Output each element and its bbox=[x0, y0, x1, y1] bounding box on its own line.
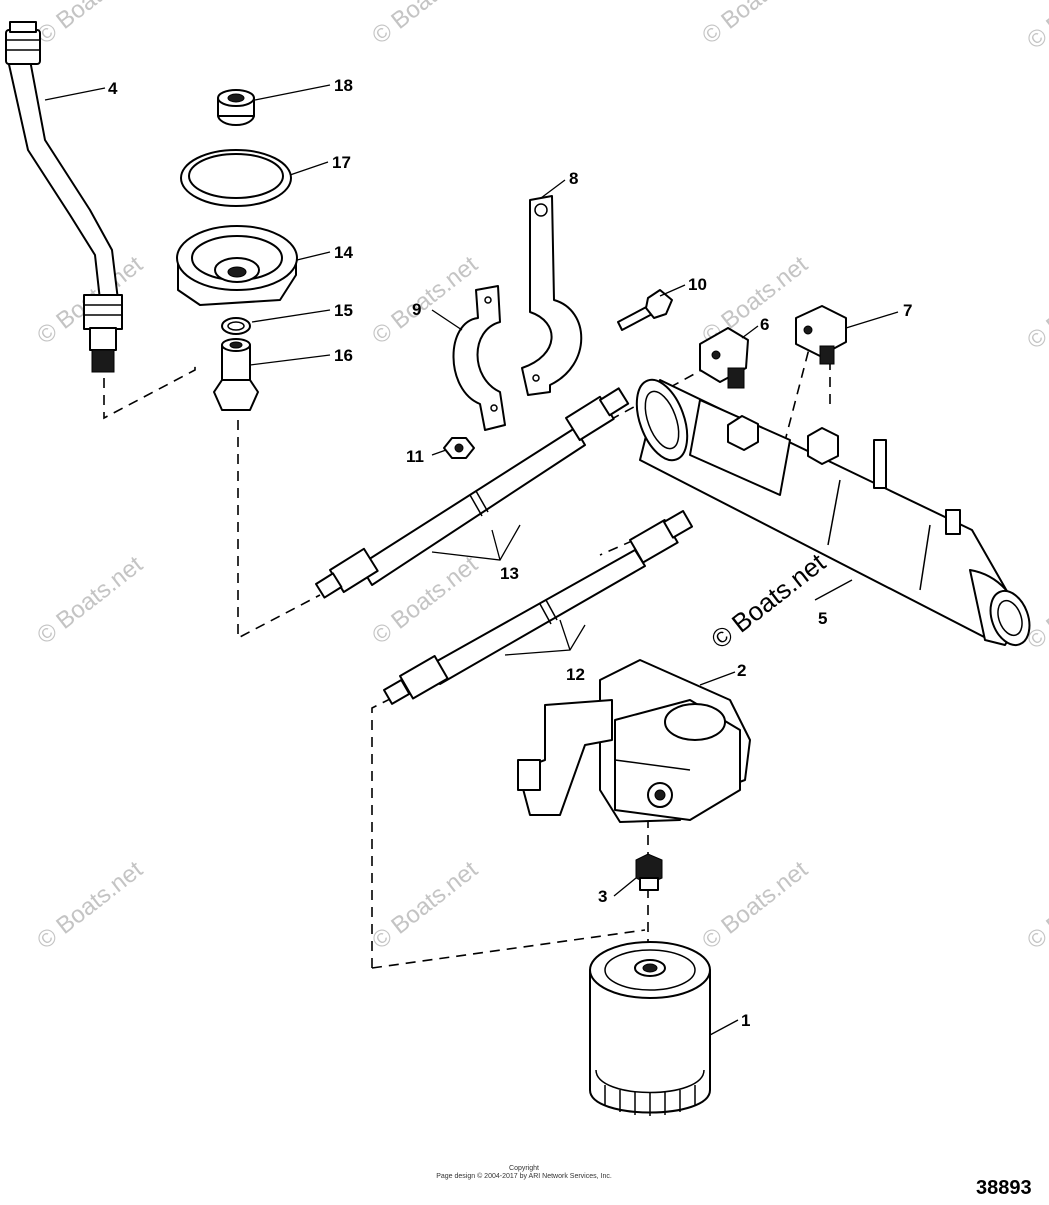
callouts: 4 18 17 14 15 16 8 9 10 6 7 11 13 5 12 2… bbox=[108, 76, 912, 1030]
callout-7: 7 bbox=[903, 301, 912, 320]
part-10-screw bbox=[617, 289, 673, 331]
callout-3: 3 bbox=[598, 887, 607, 906]
callout-11: 11 bbox=[406, 447, 424, 466]
watermark: © Boats.net bbox=[32, 551, 148, 650]
part-9-clamp bbox=[452, 285, 506, 431]
callout-12: 12 bbox=[566, 665, 585, 684]
callout-10: 10 bbox=[688, 275, 707, 294]
watermark: © Boats.net bbox=[367, 856, 483, 955]
part-1-oil-filter bbox=[589, 941, 711, 1116]
part-5-oil-cooler bbox=[635, 378, 1031, 647]
part-7-elbow-fitting bbox=[795, 305, 847, 365]
callout-15: 15 bbox=[334, 301, 353, 320]
callout-18: 18 bbox=[334, 76, 353, 95]
callout-4: 4 bbox=[108, 79, 118, 98]
callout-9: 9 bbox=[412, 300, 421, 319]
callout-1: 1 bbox=[741, 1011, 750, 1030]
part-11-nut bbox=[443, 437, 475, 459]
part-15-washer bbox=[221, 317, 251, 335]
part-18-fitting bbox=[217, 89, 255, 126]
watermark: © Boats.net bbox=[1022, 0, 1049, 55]
watermark: © Boats.net bbox=[367, 0, 483, 50]
part-3-fitting bbox=[635, 853, 663, 891]
part-8-bracket bbox=[521, 195, 583, 396]
callout-17: 17 bbox=[332, 153, 351, 172]
filter-grip-ridges bbox=[604, 1085, 696, 1116]
part-13-hose bbox=[315, 387, 630, 599]
watermark: © Boats.net bbox=[32, 0, 148, 50]
part-16-fitting bbox=[213, 338, 259, 411]
callout-16: 16 bbox=[334, 346, 353, 365]
watermark: © Boats.net bbox=[1022, 856, 1049, 955]
watermark: © Boats.net bbox=[697, 856, 813, 955]
part-14-remote-adapter bbox=[176, 225, 298, 306]
diagram-number: 38893 bbox=[976, 1177, 1032, 1199]
watermark: © Boats.net bbox=[697, 0, 813, 50]
callout-5: 5 bbox=[818, 609, 827, 628]
part-6-elbow-fitting bbox=[699, 327, 749, 389]
watermark-dark: © Boats.net bbox=[705, 547, 831, 655]
part-4-dipstick-tube bbox=[5, 21, 123, 373]
callout-6: 6 bbox=[760, 315, 769, 334]
footer-page-design: Page design © 2004-2017 by ARI Network S… bbox=[436, 1172, 612, 1180]
part-17-seal bbox=[180, 149, 292, 207]
callout-13: 13 bbox=[500, 564, 519, 583]
callout-8: 8 bbox=[569, 169, 578, 188]
watermark: © Boats.net bbox=[1022, 256, 1049, 355]
part-2-filter-adapter bbox=[517, 659, 751, 823]
watermark: © Boats.net bbox=[32, 856, 148, 955]
callout-2: 2 bbox=[737, 661, 746, 680]
callout-14: 14 bbox=[334, 243, 353, 262]
footer-copyright: Copyright bbox=[509, 1165, 539, 1172]
leader-lines bbox=[44, 84, 899, 1036]
part-12-hose bbox=[383, 509, 694, 705]
footer: Copyright Page design © 2004-2017 by ARI… bbox=[436, 1165, 1031, 1199]
